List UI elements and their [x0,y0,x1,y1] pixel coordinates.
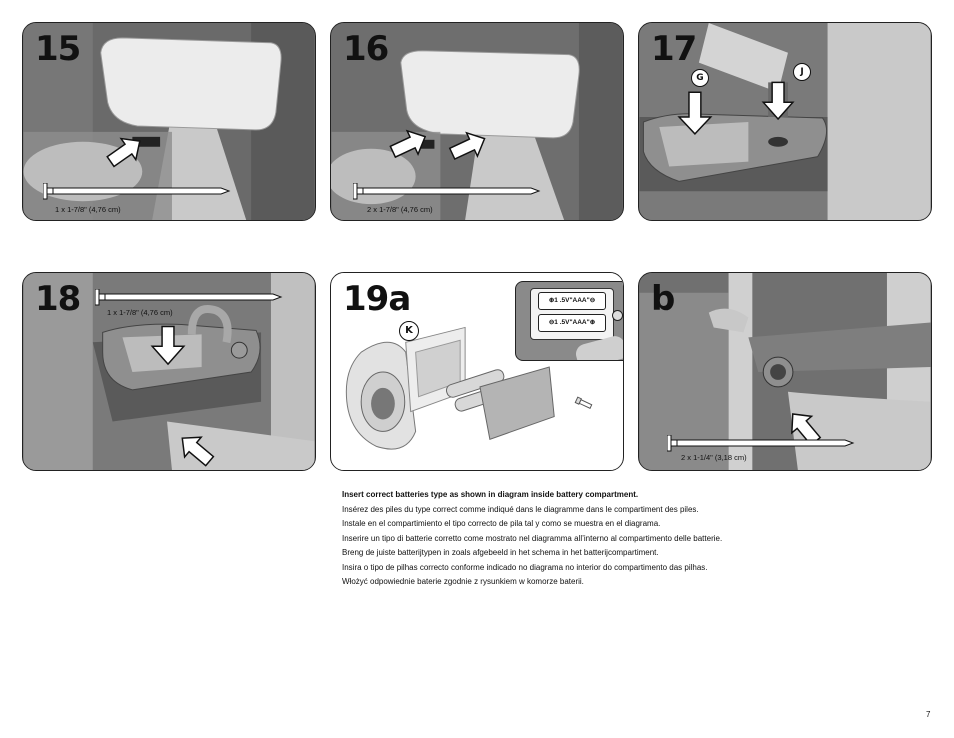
step-17-illustration [639,23,931,220]
minus-icon: ⊖ [548,319,555,326]
minus-icon: ⊖ [589,297,596,304]
step-number: 15 [35,29,81,69]
step-number: 17 [651,29,697,69]
step-number: 18 [35,279,81,319]
page-number: 7 [926,710,931,719]
screw-head-icon [612,310,623,321]
step-17-panel: 17 G J [638,22,932,221]
step-15-panel: 15 1 x 1-7/8" (4,76 cm) [22,22,316,221]
plus-icon: ⊕ [548,297,555,304]
plus-icon: ⊕ [589,319,596,326]
step-16-illustration [331,23,623,220]
step-18-illustration [23,273,315,470]
step-19a-panel: 19a K ⊕1 .5V"AAA"⊖ ⊖1 .5V"AAA"⊕ [330,272,624,471]
step-18-panel: 18 1 x 1-7/8" (4,76 cm) [22,272,316,471]
step-b-illustration [639,273,931,470]
step-b-panel: b 2 x 1-1/4" (3,18 cm) [638,272,932,471]
callout-G: G [691,69,709,87]
instruction-line-pt: Insira o tipo de pilhas correcto conform… [342,562,708,572]
screw-icon [43,183,230,200]
instruction-line-nl: Breng de juiste batterijtypen in zoals a… [342,548,659,557]
step-number: b [651,279,675,319]
callout-K: K [399,321,419,341]
instruction-line-es: Instale en el compartimiento el tipo cor… [342,519,661,528]
screw-icon [95,289,282,306]
battery-slot: ⊕1 .5V"AAA"⊖ [538,292,606,310]
battery-slot: ⊖1 .5V"AAA"⊕ [538,314,606,332]
screw-label: 1 x 1-7/8" (4,76 cm) [55,205,121,214]
screw-icon [667,435,854,452]
callout-J: J [793,63,811,81]
battery-compartment-inset: ⊕1 .5V"AAA"⊖ ⊖1 .5V"AAA"⊕ [515,281,623,361]
step-number: 19a [343,279,411,319]
screw-label: 2 x 1-1/4" (3,18 cm) [681,453,747,462]
instruction-line-pl: Włożyć odpowiednie baterie zgodnie z rys… [342,577,584,586]
instructions-block: Insert correct batteries type as shown i… [342,488,922,590]
screw-label: 2 x 1-7/8" (4,76 cm) [367,205,433,214]
instruction-line-en: Insert correct batteries type as shown i… [342,490,639,499]
step-number: 16 [343,29,389,69]
instruction-line-it: Inserire un tipo di batterie corretto co… [342,533,723,543]
screw-label: 1 x 1-7/8" (4,76 cm) [107,308,173,317]
instruction-line-fr: Insérez des piles du type correct comme … [342,504,699,514]
step-16-panel: 16 2 x 1-7/8" (4,76 cm) [330,22,624,221]
screw-icon [353,183,540,200]
